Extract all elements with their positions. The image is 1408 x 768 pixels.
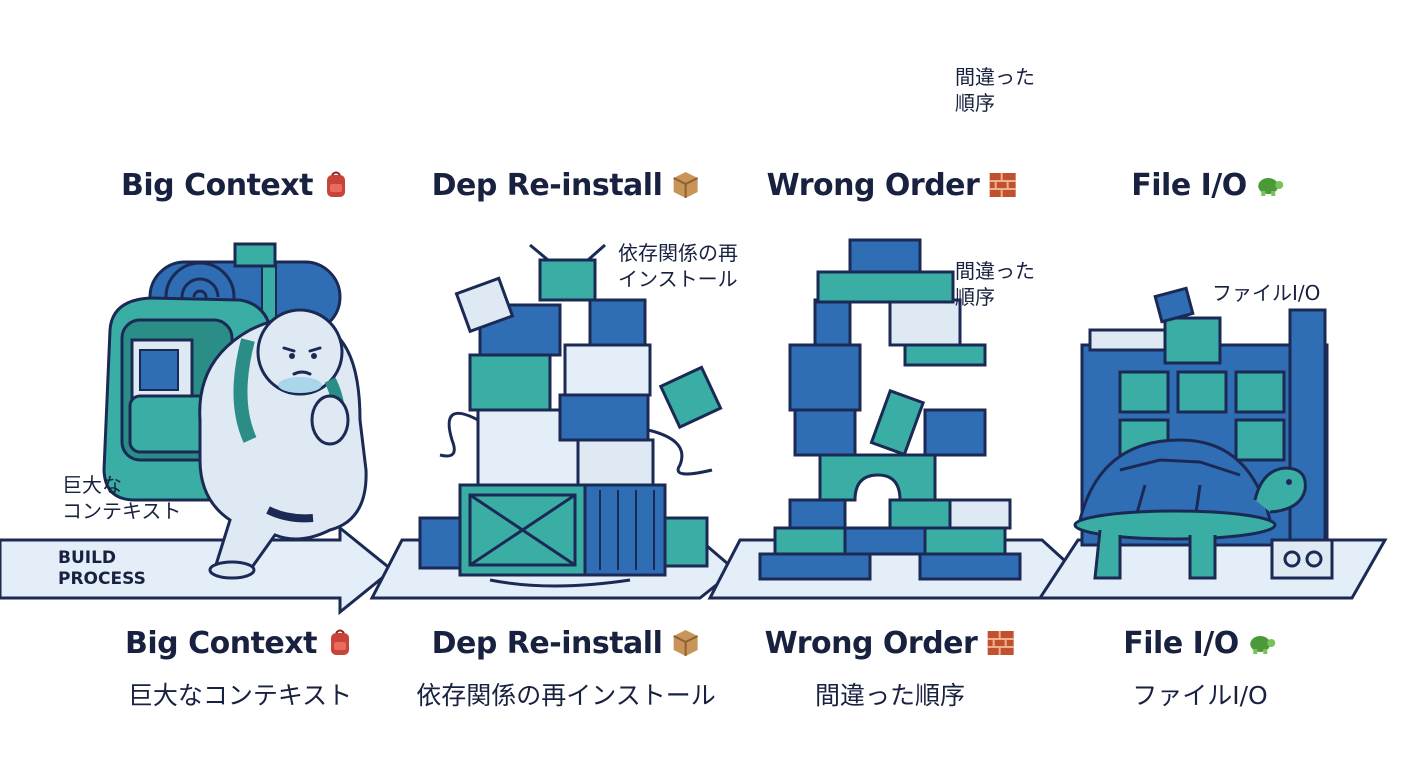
big-context-note: 巨大な コンテキスト <box>62 473 182 523</box>
turtle-cabinet-illustration <box>1073 286 1334 580</box>
package-icon <box>672 172 698 198</box>
turtle-icon <box>1258 178 1284 196</box>
brick-icon <box>987 631 1014 655</box>
stage-subtitle-file-io: ファイルI/O <box>1132 681 1268 710</box>
backpack-character-illustration <box>102 242 368 580</box>
box-pile-illustration <box>418 243 723 588</box>
backpack-icon <box>330 629 349 655</box>
stage-title-file-io-top: File I/O <box>1131 168 1284 203</box>
stage-subtitle-dep-reinstall: 依存関係の再インストール <box>416 681 716 710</box>
package-icon <box>672 630 698 656</box>
stage-title-wrong-order-top: Wrong Order <box>767 168 1018 203</box>
stage-subtitle-big-context: 巨大なコンテキスト <box>127 681 353 710</box>
stage-title-dep-reinstall: Dep Re-install <box>432 626 701 661</box>
stage-title-big-context-top: Big Context <box>121 168 351 203</box>
build-process-label: BUILD PROCESS <box>58 548 146 589</box>
stage-title-dep-reinstall-top: Dep Re-install <box>432 168 701 203</box>
stage-title-big-context: Big Context <box>125 626 355 661</box>
stage-title-wrong-order: Wrong Order <box>765 626 1016 661</box>
turtle-icon <box>1250 636 1276 654</box>
brick-icon <box>989 173 1016 197</box>
stage-subtitle-wrong-order: 間違った順序 <box>814 681 966 710</box>
backpack-icon <box>326 171 345 197</box>
file-io-note: ファイルI/O <box>1212 281 1321 305</box>
wrong-order-top-note: 間違った 順序 <box>955 65 1035 115</box>
block-tower-illustration <box>758 238 1022 581</box>
dep-reinstall-note: 依存関係の再 インストール <box>618 241 738 291</box>
wrong-order-note: 間違った 順序 <box>955 259 1035 309</box>
stage-title-file-io: File I/O <box>1123 626 1276 661</box>
